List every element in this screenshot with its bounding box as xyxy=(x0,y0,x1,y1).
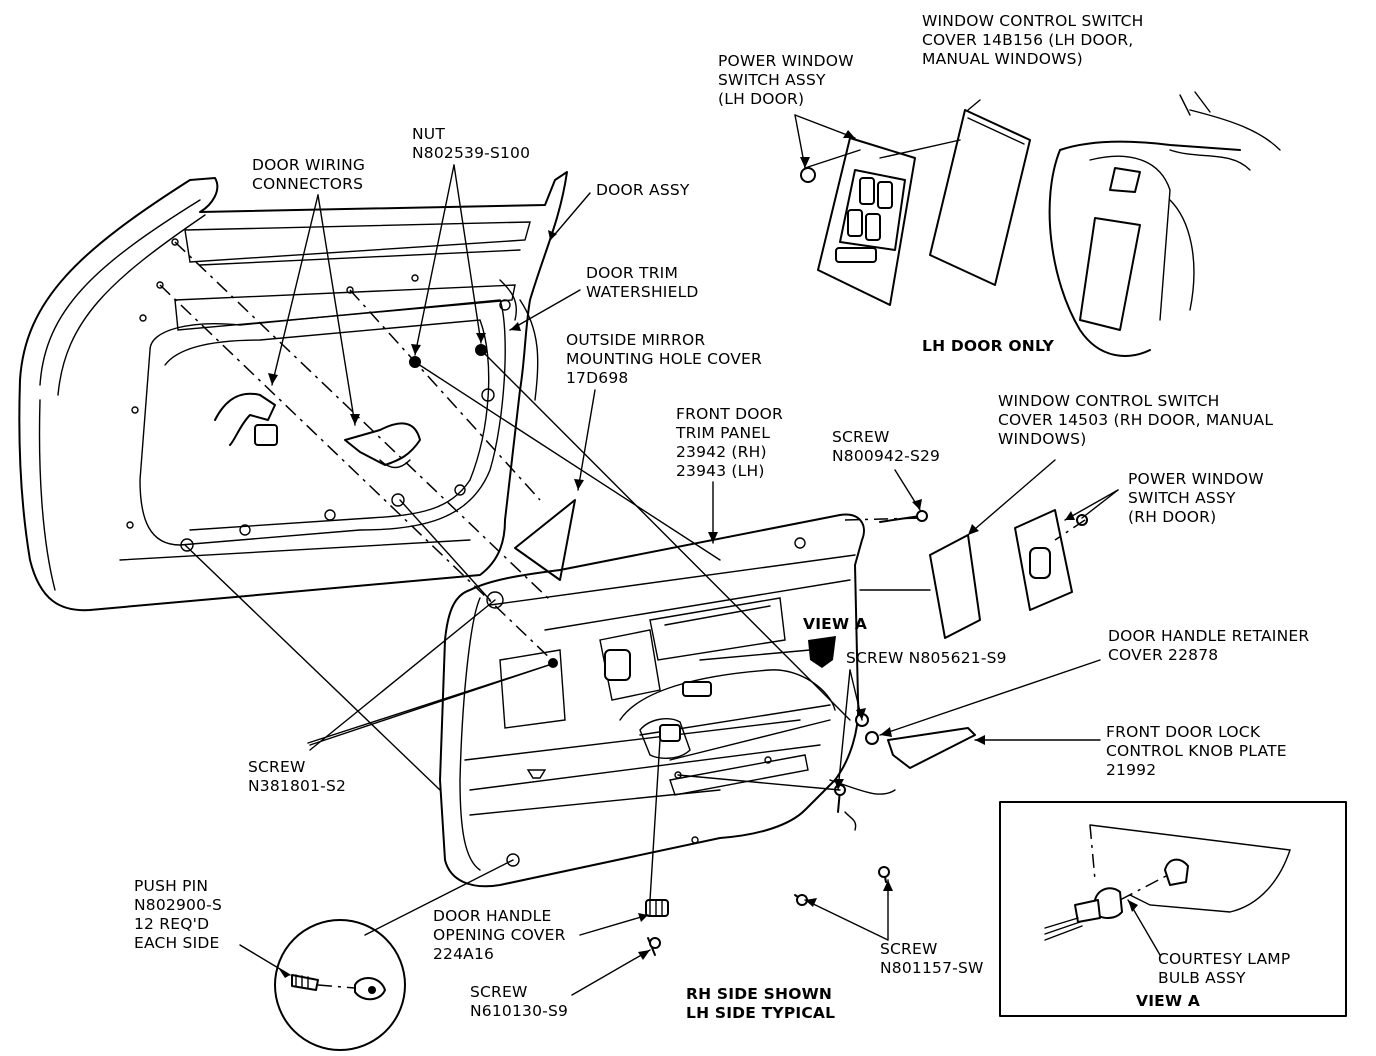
label-power-window-switch-rh: POWER WINDOW SWITCH ASSY (RH DOOR) xyxy=(1128,470,1264,527)
label-line: BULB ASSY xyxy=(1158,969,1246,987)
leader-lines xyxy=(159,139,1086,936)
door-assembly xyxy=(18,171,568,612)
label-front-door-lock-knob-plate: FRONT DOOR LOCK CONTROL KNOB PLATE 21992 xyxy=(1106,723,1287,780)
label-line: CONNECTORS xyxy=(252,175,364,193)
label-line: VIEW A xyxy=(1136,992,1201,1010)
label-line: FRONT DOOR LOCK xyxy=(1106,723,1261,741)
label-line: 12 REQ'D xyxy=(134,915,210,933)
label-line: LH DOOR ONLY xyxy=(922,337,1055,355)
label-line: N800942-S29 xyxy=(832,447,941,465)
label-line: RH SIDE SHOWN xyxy=(686,985,833,1003)
label-rh-side-shown: RH SIDE SHOWN LH SIDE TYPICAL xyxy=(686,985,835,1023)
label-view-a-title: VIEW A xyxy=(1136,992,1200,1011)
label-line: EACH SIDE xyxy=(134,934,220,952)
label-line: PUSH PIN xyxy=(134,877,209,895)
label-line: NUT xyxy=(412,125,446,143)
lock-knob-plate-part xyxy=(829,713,976,795)
front-trim-panel xyxy=(439,513,865,888)
label-line: DOOR TRIM xyxy=(586,264,679,282)
label-line: (LH DOOR) xyxy=(718,90,805,108)
label-door-handle-opening-cover: DOOR HANDLE OPENING COVER 224A16 xyxy=(433,907,566,964)
label-line: COVER 22878 xyxy=(1108,646,1219,664)
label-courtesy-lamp: COURTESY LAMP BULB ASSY xyxy=(1158,950,1290,988)
label-door-wiring-connectors: DOOR WIRING CONNECTORS xyxy=(252,156,365,194)
label-line: DOOR ASSY xyxy=(596,181,690,199)
label-line: SCREW xyxy=(880,940,938,958)
label-line: WINDOW CONTROL SWITCH xyxy=(998,392,1220,410)
label-screw-n801157: SCREW N801157-SW xyxy=(880,940,984,978)
label-line: N802900-S xyxy=(134,896,222,914)
label-line: DOOR HANDLE RETAINER xyxy=(1108,627,1310,645)
label-line: N610130-S9 xyxy=(470,1002,569,1020)
label-door-trim-watershield: DOOR TRIM WATERSHIELD xyxy=(586,264,699,302)
label-line: POWER WINDOW xyxy=(718,52,854,70)
label-line: SWITCH ASSY xyxy=(718,71,826,89)
label-line: COVER 14503 (RH DOOR, MANUAL xyxy=(998,411,1274,429)
label-screw-n610130: SCREW N610130-S9 xyxy=(470,983,568,1021)
label-line: COVER 14B156 (LH DOOR, xyxy=(922,31,1134,49)
label-push-pin: PUSH PIN N802900-S 12 REQ'D EACH SIDE xyxy=(134,877,222,953)
label-line: SWITCH ASSY xyxy=(1128,489,1236,507)
view-a-box xyxy=(999,801,1347,1017)
label-screw-n800942: SCREW N800942-S29 xyxy=(832,428,940,466)
label-line: WINDOW CONTROL SWITCH xyxy=(922,12,1144,30)
label-arrows xyxy=(239,99,1119,996)
screws xyxy=(645,510,928,956)
label-outside-mirror-cover: OUTSIDE MIRROR MOUNTING HOLE COVER 17D69… xyxy=(566,331,762,388)
label-line: 224A16 xyxy=(433,945,495,963)
label-line: COURTESY LAMP xyxy=(1158,950,1291,968)
label-front-door-trim-panel: FRONT DOOR TRIM PANEL 23942 (RH) 23943 (… xyxy=(676,405,783,481)
label-line: SCREW xyxy=(832,428,890,446)
label-line: N802539-S100 xyxy=(412,144,531,162)
label-line: SCREW N805621-S9 xyxy=(846,649,1007,667)
label-lh-door-only: LH DOOR ONLY xyxy=(922,337,1054,356)
label-door-assy: DOOR ASSY xyxy=(596,181,690,200)
label-door-handle-retainer-cover: DOOR HANDLE RETAINER COVER 22878 xyxy=(1108,627,1309,665)
label-line: POWER WINDOW xyxy=(1128,470,1264,488)
label-line: MANUAL WINDOWS) xyxy=(922,50,1083,68)
label-line: OPENING COVER xyxy=(433,926,566,944)
label-line: CONTROL KNOB PLATE xyxy=(1106,742,1287,760)
label-line: SCREW xyxy=(470,983,528,1001)
lh-switch-parts xyxy=(800,91,1281,357)
label-view-a-callout: VIEW A xyxy=(803,615,867,634)
label-line: N381801-S2 xyxy=(248,777,347,795)
label-line: 21992 xyxy=(1106,761,1157,779)
mirror-cover-part xyxy=(514,499,576,581)
label-line: MOUNTING HOLE COVER xyxy=(566,350,763,368)
label-line: VIEW A xyxy=(803,615,868,633)
label-window-switch-cover-lh: WINDOW CONTROL SWITCH COVER 14B156 (LH D… xyxy=(922,12,1143,69)
label-screw-n381801: SCREW N381801-S2 xyxy=(248,758,346,796)
label-line: DOOR HANDLE xyxy=(433,907,552,925)
label-line: N801157-SW xyxy=(880,959,984,977)
label-line: 23942 (RH) xyxy=(676,443,767,461)
label-line: 23943 (LH) xyxy=(676,462,765,480)
label-screw-n805621: SCREW N805621-S9 xyxy=(846,649,1007,668)
view-a-arrow-icon xyxy=(808,636,836,668)
label-line: DOOR WIRING xyxy=(252,156,366,174)
label-line: WATERSHIELD xyxy=(586,283,699,301)
label-line: FRONT DOOR xyxy=(676,405,783,423)
label-window-switch-cover-rh: WINDOW CONTROL SWITCH COVER 14503 (RH DO… xyxy=(998,392,1273,449)
rh-switch-parts xyxy=(929,509,1088,639)
label-line: 17D698 xyxy=(566,369,629,387)
push-pin-detail xyxy=(274,919,406,1051)
label-line: LH SIDE TYPICAL xyxy=(686,1004,836,1022)
label-line: SCREW xyxy=(248,758,306,776)
label-line: WINDOWS) xyxy=(998,430,1087,448)
label-line: (RH DOOR) xyxy=(1128,508,1217,526)
label-line: OUTSIDE MIRROR xyxy=(566,331,706,349)
label-power-window-switch-lh: POWER WINDOW SWITCH ASSY (LH DOOR) xyxy=(718,52,854,109)
label-line: TRIM PANEL xyxy=(676,424,771,442)
label-nut: NUT N802539-S100 xyxy=(412,125,530,163)
